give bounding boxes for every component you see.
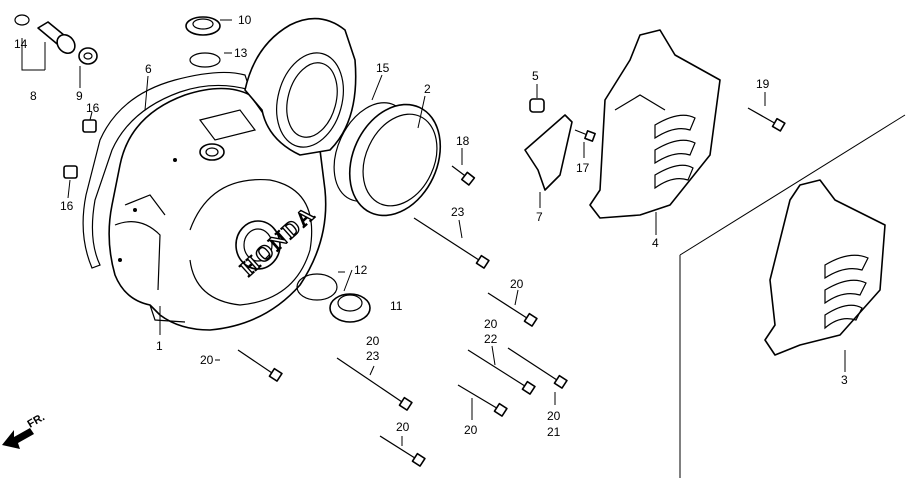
- flywheel-housing: [244, 17, 357, 156]
- callout-16-upper: 16: [86, 101, 100, 115]
- shaft-8: [37, 21, 76, 55]
- callout-14: 14: [14, 37, 28, 51]
- callout-2: 2: [424, 82, 431, 96]
- callout-15: 15: [376, 61, 390, 75]
- bolt-20-22: [467, 349, 529, 389]
- fr-label: FR.: [26, 411, 47, 430]
- bolt-19: [747, 107, 779, 126]
- section-divider-diagonal: [679, 114, 906, 256]
- bolt-20-23-long: [336, 357, 406, 405]
- callout-3: 3: [841, 373, 848, 387]
- callout-20-c: 20: [484, 317, 498, 331]
- sprocket-cover-4: [589, 29, 721, 219]
- callout-23-lower: 23: [366, 349, 380, 363]
- callout-labels: 1 2 3 4 5 6 7 8 9 10 11 12 13 14 15 16 1…: [14, 13, 848, 439]
- callout-16-lower: 16: [60, 199, 74, 213]
- bolt-23-upper: [413, 217, 483, 263]
- callout-20-b: 20: [510, 277, 524, 291]
- callout-20-e: 20: [547, 409, 561, 423]
- bolt-20-mid: [457, 384, 501, 411]
- seal-14: [14, 14, 30, 26]
- callout-17: 17: [576, 161, 590, 175]
- bolt-20-left: [237, 349, 276, 376]
- callout-9: 9: [76, 89, 83, 103]
- front-direction-arrow: FR.: [2, 411, 47, 449]
- callout-4: 4: [652, 236, 659, 250]
- callout-20-f: 20: [464, 423, 478, 437]
- callout-20-d: 20: [366, 334, 380, 348]
- callout-13: 13: [234, 46, 248, 60]
- callout-22: 22: [484, 332, 498, 346]
- leader-lines: [21, 19, 846, 446]
- callout-6: 6: [145, 62, 152, 76]
- callout-18: 18: [456, 134, 470, 148]
- callout-11: 11: [390, 299, 403, 313]
- dowel-pin-upper: [82, 119, 97, 133]
- guide-plate-7: [524, 114, 573, 191]
- left-crankcase-cover: [108, 87, 327, 331]
- collar-9: [78, 47, 98, 65]
- gasket: [82, 71, 251, 269]
- callout-21: 21: [547, 425, 561, 439]
- bolts: [237, 107, 786, 467]
- collar-5: [529, 98, 545, 113]
- callout-23-upper: 23: [451, 205, 465, 219]
- callout-19: 19: [756, 77, 770, 91]
- callout-20-a: 20: [200, 353, 214, 367]
- bolt-20-21: [507, 347, 561, 383]
- cap-10: [185, 16, 221, 36]
- o-ring-13: [189, 52, 221, 68]
- bolt-20-bottom: [379, 435, 419, 461]
- bolt-20-upper: [487, 292, 531, 321]
- callout-8: 8: [30, 89, 37, 103]
- callout-1: 1: [156, 339, 163, 353]
- generator-cover: [348, 103, 442, 217]
- callout-5: 5: [532, 69, 539, 83]
- sprocket-cover-3: [764, 179, 886, 356]
- callout-20-g: 20: [396, 420, 410, 434]
- callout-12: 12: [354, 263, 368, 277]
- dowel-pin-lower: [63, 165, 78, 179]
- plug-11: [329, 293, 371, 323]
- callout-7: 7: [536, 210, 543, 224]
- callout-10: 10: [238, 13, 252, 27]
- o-ring-12: [296, 273, 338, 301]
